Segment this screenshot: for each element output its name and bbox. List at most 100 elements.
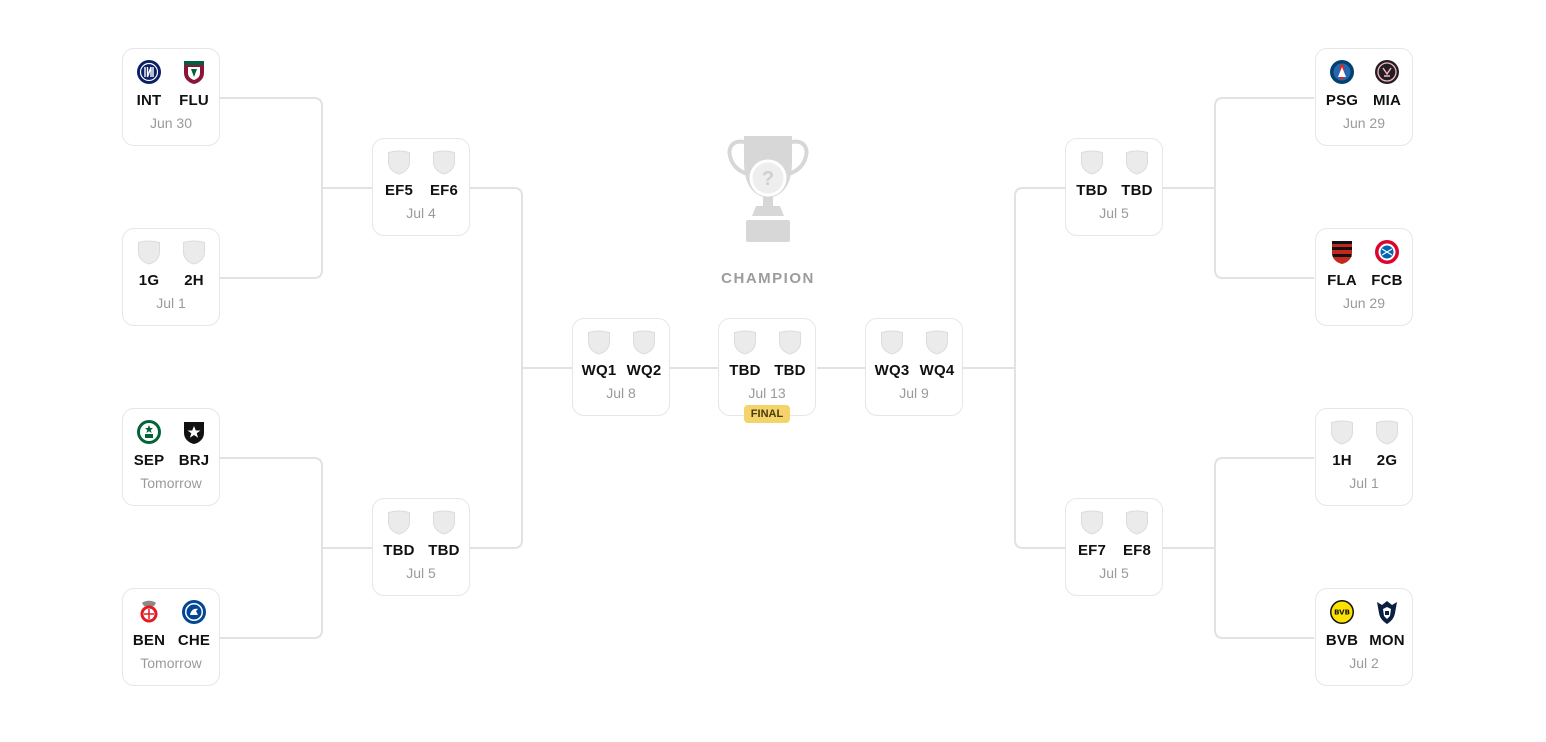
final-match-card[interactable]: TBD TBD Jul 13 FINAL [718,318,816,423]
placeholder-shield-icon [924,329,950,355]
match-card[interactable]: TBD TBD Jul 5 [1065,138,1163,236]
team-abbreviation: TBD [1121,182,1153,199]
placeholder-shield-icon [431,509,457,535]
home-team: INT [127,59,171,121]
placeholder-shield-icon [1374,419,1400,445]
match-date: Jul 5 [1099,205,1129,221]
placeholder-shield-icon [431,149,457,175]
benfica-crest-icon [136,599,162,625]
final-badge: FINAL [744,405,790,423]
match-card[interactable]: PSG MIA Jun 29 [1315,48,1413,146]
home-team: TBD [377,509,421,571]
home-team: TBD [1070,149,1114,211]
match-date: Jul 8 [606,385,636,401]
away-team: BRJ [172,419,216,481]
bayern-crest-icon [1374,239,1400,265]
monterrey-crest-icon [1374,599,1400,625]
svg-text:BVB: BVB [1334,609,1350,617]
team-abbreviation: SEP [133,452,165,469]
placeholder-shield-icon [879,329,905,355]
inter-miami-crest-icon [1374,59,1400,85]
away-team: WQ4 [915,329,959,391]
team-abbreviation: TBD [383,542,415,559]
match-card[interactable]: WQ3 WQ4 Jul 9 [865,318,963,416]
away-team: FLU [172,59,216,121]
team-abbreviation: EF8 [1122,542,1152,559]
away-team: TBD [422,509,466,571]
match-card[interactable]: EF5 EF6 Jul 4 [372,138,470,236]
team-abbreviation: FCB [1371,272,1403,289]
placeholder-shield-icon [777,329,803,355]
team-abbreviation: INT [136,92,162,109]
away-team: TBD [768,329,812,391]
match-date: Jul 13 [748,385,786,401]
home-team: 1H [1320,419,1364,481]
away-team: CHE [172,599,216,661]
team-abbreviation: MIA [1372,92,1402,109]
match-card[interactable]: 1G 2H Jul 1 [122,228,220,326]
placeholder-shield-icon [386,509,412,535]
trophy-icon: ? [727,136,809,242]
match-card[interactable]: BVB BVB MON Jul 2 [1315,588,1413,686]
away-team: FCB [1365,239,1409,301]
home-team: PSG [1320,59,1364,121]
placeholder-shield-icon [1079,509,1105,535]
match-date: Jul 2 [1349,655,1379,671]
placeholder-shield-icon [1079,149,1105,175]
match-card[interactable]: WQ1 WQ2 Jul 8 [572,318,670,416]
team-abbreviation: EF5 [384,182,414,199]
team-abbreviation: 1G [138,272,160,289]
home-team: BEN [127,599,171,661]
chelsea-crest-icon [181,599,207,625]
team-abbreviation: BRJ [178,452,210,469]
team-abbreviation: PSG [1325,92,1359,109]
match-card[interactable]: EF7 EF8 Jul 5 [1065,498,1163,596]
home-team: 1G [127,239,171,301]
match-date: Jul 1 [156,295,186,311]
botafogo-crest-icon [181,419,207,445]
dortmund-crest-icon: BVB [1329,599,1355,625]
trophy-question-mark: ? [762,168,774,190]
match-date: Jun 30 [149,115,193,131]
home-team: WQ3 [870,329,914,391]
away-team: EF8 [1115,509,1159,571]
flamengo-crest-icon [1329,239,1355,265]
team-abbreviation: TBD [1076,182,1108,199]
away-team: TBD [1115,149,1159,211]
team-abbreviation: FLU [179,92,209,109]
match-date: Jul 5 [1099,565,1129,581]
inter-crest-icon [136,59,162,85]
match-card[interactable]: TBD TBD Jul 5 [372,498,470,596]
team-abbreviation: WQ4 [919,362,955,379]
match-card[interactable]: INT FLU Jun 30 [122,48,220,146]
placeholder-shield-icon [586,329,612,355]
team-abbreviation: 2H [184,272,204,289]
match-card[interactable]: FLA FCB Jun 29 [1315,228,1413,326]
home-team: SEP [127,419,171,481]
team-abbreviation: 1H [1332,452,1352,469]
team-abbreviation: MON [1369,632,1405,649]
match-date: Tomorrow [140,475,202,491]
placeholder-shield-icon [1124,149,1150,175]
placeholder-shield-icon [1329,419,1355,445]
match-date: Jul 4 [406,205,436,221]
home-team: BVB BVB [1320,599,1364,661]
match-card[interactable]: 1H 2G Jul 1 [1315,408,1413,506]
match-date: Jul 1 [1349,475,1379,491]
team-abbreviation: WQ3 [874,362,910,379]
match-card[interactable]: SEP BRJ Tomorrow [122,408,220,506]
away-team: MIA [1365,59,1409,121]
placeholder-shield-icon [732,329,758,355]
placeholder-shield-icon [386,149,412,175]
team-abbreviation: TBD [729,362,761,379]
match-card[interactable]: BEN CHE Tomorrow [122,588,220,686]
away-team: 2H [172,239,216,301]
away-team: MON [1365,599,1409,661]
placeholder-shield-icon [1124,509,1150,535]
home-team: EF5 [377,149,421,211]
champion-label: CHAMPION [721,270,815,287]
placeholder-shield-icon [136,239,162,265]
fluminense-crest-icon [181,59,207,85]
psg-crest-icon [1329,59,1355,85]
